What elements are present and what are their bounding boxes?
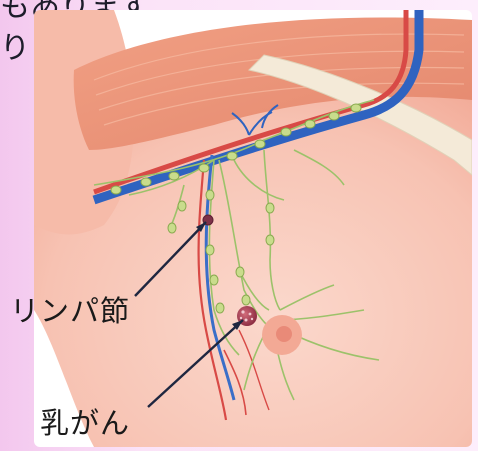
anatomy-illustration [34,10,472,447]
slide-text-line-2: り [0,31,30,66]
tumor [237,306,257,326]
breast-cancer-label: 乳がん [40,400,130,442]
breast-lymph-anatomy-drawing [34,10,472,447]
lymph-node-label: リンパ節 [10,288,130,330]
nipple [276,326,292,342]
affected-lymph-node [203,215,213,225]
